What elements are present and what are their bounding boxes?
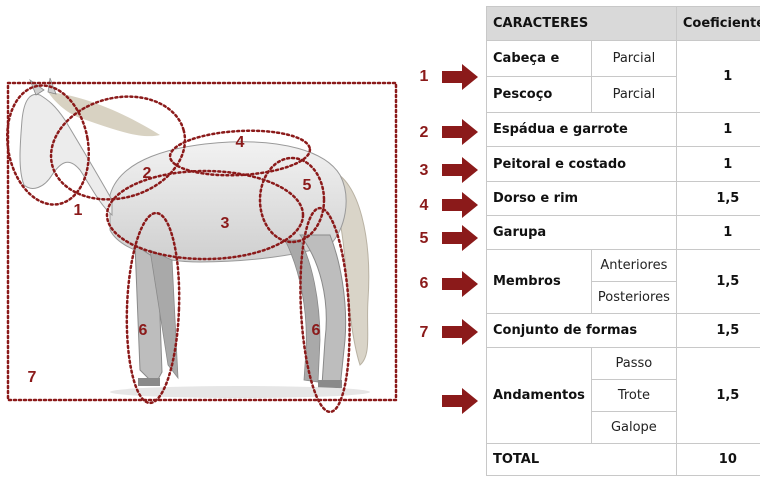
horse-illustration [20, 78, 370, 398]
galope-label: Galope [591, 412, 676, 444]
table-header-row: CARACTERES Coeficientes [487, 7, 760, 41]
arrow-icon [442, 157, 478, 183]
posteriores-label: Posteriores [591, 282, 676, 314]
pescoco-label: Pescoço [487, 77, 592, 113]
arrow-number-6: 6 [414, 275, 434, 293]
arrow-number-2: 2 [414, 124, 434, 142]
horse-label-6-front: 6 [133, 322, 153, 340]
table-row: Cabeça e Parcial 1 [487, 41, 760, 77]
header-caracteres: CARACTERES [487, 7, 677, 41]
peitoral-label: Peitoral e costado [487, 147, 677, 182]
table-row: Garupa 1 [487, 216, 760, 250]
espadua-label: Espádua e garrote [487, 113, 677, 147]
parcial-2: Parcial [591, 77, 676, 113]
table-row: Membros Anteriores 1,5 [487, 250, 760, 282]
arrow-icon [442, 192, 478, 218]
horse-label-6-hind: 6 [306, 322, 326, 340]
total-label: TOTAL [487, 444, 677, 476]
membros-coef: 1,5 [676, 250, 760, 314]
header-coeficientes: Coeficientes [676, 7, 760, 41]
arrow-icon [442, 119, 478, 145]
dorso-coef: 1,5 [676, 182, 760, 216]
table-row: Conjunto de formas 1,5 [487, 314, 760, 348]
cabeca-label: Cabeça e [487, 41, 592, 77]
characters-table: CARACTERES Coeficientes Cabeça e Parcial… [486, 6, 760, 476]
membros-label: Membros [487, 250, 592, 314]
anteriores-label: Anteriores [591, 250, 676, 282]
passo-label: Passo [591, 348, 676, 380]
arrow-number-7: 7 [414, 324, 434, 342]
parcial-1: Parcial [591, 41, 676, 77]
cabeca-coef: 1 [676, 41, 760, 113]
espadua-coef: 1 [676, 113, 760, 147]
garupa-coef: 1 [676, 216, 760, 250]
total-value: 10 [676, 444, 760, 476]
table-row: Andamentos Passo 1,5 [487, 348, 760, 380]
conjunto-coef: 1,5 [676, 314, 760, 348]
horse-label-1: 1 [68, 202, 88, 220]
arrow-number-5: 5 [414, 230, 434, 248]
arrow-icon [442, 319, 478, 345]
arrow-icon [442, 225, 478, 251]
arrow-number-3: 3 [414, 162, 434, 180]
dorso-label: Dorso e rim [487, 182, 677, 216]
arrow-number-1: 1 [414, 68, 434, 86]
arrow-icon [442, 64, 478, 90]
horse-label-3: 3 [215, 215, 235, 233]
conjunto-label: Conjunto de formas [487, 314, 677, 348]
horse-label-7: 7 [22, 369, 42, 387]
garupa-label: Garupa [487, 216, 677, 250]
table-total-row: TOTAL 10 [487, 444, 760, 476]
horse-label-2: 2 [137, 165, 157, 183]
peitoral-coef: 1 [676, 147, 760, 182]
andamentos-coef: 1,5 [676, 348, 760, 444]
table-row: Espádua e garrote 1 [487, 113, 760, 147]
arrow-icon [442, 271, 478, 297]
horse-label-4: 4 [230, 134, 250, 152]
table-row: Peitoral e costado 1 [487, 147, 760, 182]
horse-label-5: 5 [297, 177, 317, 195]
trote-label: Trote [591, 380, 676, 412]
table-row: Dorso e rim 1,5 [487, 182, 760, 216]
arrow-icon [442, 388, 478, 414]
arrow-number-4: 4 [414, 197, 434, 215]
horse-diagram [0, 0, 410, 481]
andamentos-label: Andamentos [487, 348, 592, 444]
